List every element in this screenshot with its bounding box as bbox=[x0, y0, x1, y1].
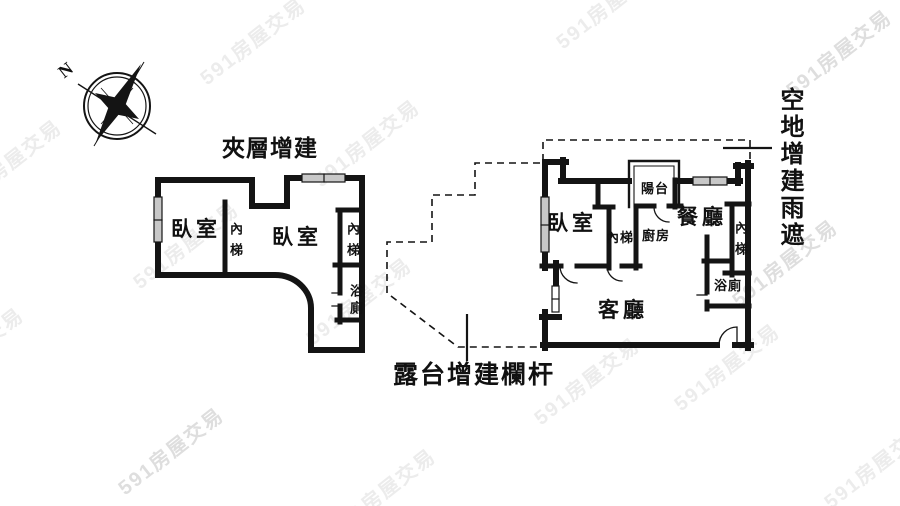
mezzanine-stairs-right-label: 內梯 bbox=[345, 222, 360, 264]
entrance-door-arc bbox=[718, 326, 738, 346]
mezzanine-outer-wall bbox=[155, 175, 365, 353]
compass-icon bbox=[77, 61, 157, 147]
mezzanine-bedroom-left-label: 臥室 bbox=[171, 218, 221, 241]
mezzanine-addition-label: 夾層增建 bbox=[222, 135, 318, 161]
kitchen-label: 廚房 bbox=[642, 228, 671, 243]
bedroom-door-arc bbox=[559, 265, 578, 284]
stairs-door-arc bbox=[606, 265, 623, 282]
balcony-door-arc bbox=[653, 206, 670, 223]
main-windows bbox=[540, 176, 728, 313]
main-bedroom-label: 臥室 bbox=[547, 212, 597, 235]
mezzanine-bedroom-right-label: 臥室 bbox=[272, 226, 322, 249]
terrace-railing-label: 露台增建欄杆 bbox=[393, 361, 556, 389]
balcony-label: 陽台 bbox=[641, 181, 670, 196]
mezzanine-plan-walls bbox=[153, 173, 365, 353]
dining-room-label: 餐廳 bbox=[677, 206, 727, 229]
mezzanine-stairs-left-label: 內梯 bbox=[228, 222, 243, 264]
main-stairs-right-label: 內梯 bbox=[733, 221, 748, 263]
main-outer-wall bbox=[539, 157, 754, 351]
mezzanine-door-marks bbox=[331, 292, 342, 307]
balcony-wall-outer bbox=[627, 159, 681, 209]
mezzanine-inner-walls bbox=[222, 199, 365, 325]
main-inner-walls bbox=[539, 177, 752, 312]
compass-star bbox=[95, 64, 141, 142]
leader-lines bbox=[465, 146, 772, 361]
main-stairs-inner-label: 內梯 bbox=[606, 230, 635, 245]
terrace-dashed-outline bbox=[386, 139, 751, 348]
rain-canopy-outline bbox=[542, 139, 751, 176]
balcony-wall-inner bbox=[633, 165, 675, 208]
rain-canopy-label: 空地增建雨遮 bbox=[776, 87, 803, 249]
main-plan-walls bbox=[539, 157, 754, 351]
mezzanine-windows bbox=[153, 173, 346, 243]
mezzanine-bathroom-label: 浴廁 bbox=[348, 284, 363, 318]
terrace-outline bbox=[386, 162, 540, 348]
living-room-label: 客廳 bbox=[598, 299, 648, 322]
main-bathroom-label: 浴廁 bbox=[714, 278, 743, 293]
door-arcs bbox=[559, 206, 738, 346]
